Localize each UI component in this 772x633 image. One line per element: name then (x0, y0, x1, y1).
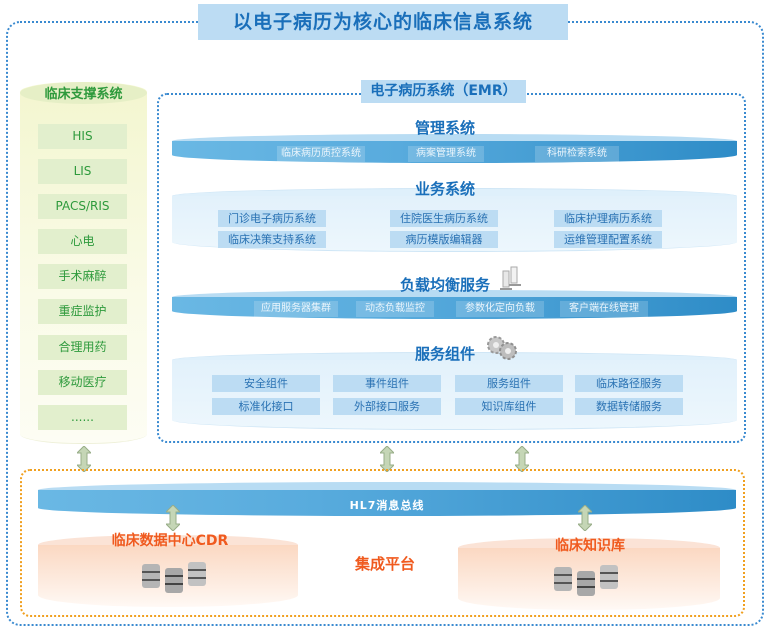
load-balance-item: 应用服务器集群 (254, 301, 338, 317)
hl7-bus-label: HL7消息总线 (349, 499, 425, 512)
components-layer: 安全组件 事件组件 服务组件 临床路径服务 标准化接口 外部接口服务 知识库组件… (172, 352, 737, 430)
business-item: 住院医生病历系统 (390, 210, 498, 227)
management-item: 科研检索系统 (535, 146, 619, 162)
load-balance-title: 负载均衡服务 (399, 276, 490, 294)
business-item: 临床护理病历系统 (554, 210, 662, 227)
hl7-bus (38, 482, 736, 524)
database-servers-icon (554, 565, 618, 596)
load-balance-layer: 应用服务器集群 动态负载监控 参数化定向负载 客户端在线管理 (172, 290, 737, 322)
bidirectional-arrow-icon (578, 505, 592, 531)
emr-title: 电子病历系统（EMR） (361, 80, 526, 103)
knowledge-base-database (458, 538, 720, 613)
support-item: 重症监护 (38, 299, 127, 324)
component-item: 临床路径服务 (575, 375, 683, 392)
bidirectional-arrow-icon (380, 446, 394, 472)
gears-icon (487, 336, 517, 360)
load-balance-item: 参数化定向负载 (456, 301, 544, 317)
management-item: 临床病历质控系统 (277, 146, 365, 162)
disc-body (172, 141, 737, 163)
knowledge-base-title: 临床知识库 (555, 538, 625, 554)
management-item: 病案管理系统 (408, 146, 484, 162)
support-system-title: 临床支撑系统 (44, 87, 123, 102)
support-item: 心电 (38, 229, 127, 254)
component-item: 安全组件 (212, 375, 320, 392)
bidirectional-arrow-icon (77, 446, 91, 472)
component-item: 服务组件 (455, 375, 563, 392)
components-title: 服务组件 (414, 345, 475, 363)
support-system-cylinder-top (20, 82, 147, 104)
business-layer: 门诊电子病历系统 住院医生病历系统 临床护理病历系统 临床决策支持系统 病历模版… (172, 188, 737, 252)
business-item: 门诊电子病历系统 (218, 210, 326, 227)
disc-body (38, 490, 736, 516)
bidirectional-arrow-icon (166, 505, 180, 531)
support-item: PACS/RIS (38, 194, 127, 219)
bidirectional-arrow-icon (515, 446, 529, 472)
business-item: 临床决策支持系统 (218, 231, 326, 248)
component-item: 知识库组件 (455, 398, 563, 415)
page-title: 以电子病历为核心的临床信息系统 (198, 4, 568, 40)
load-balance-item: 客户端在线管理 (560, 301, 648, 317)
support-item: 合理用药 (38, 335, 127, 360)
business-title: 业务系统 (414, 180, 475, 198)
management-layer: 临床病历质控系统 病案管理系统 科研检索系统 (172, 134, 737, 166)
component-item: 标准化接口 (212, 398, 320, 415)
support-item: HIS (38, 124, 127, 149)
cdr-title: 临床数据中心CDR (111, 533, 229, 549)
component-item: 数据转储服务 (575, 398, 683, 415)
integration-frame (20, 469, 745, 617)
support-item: 手术麻醉 (38, 264, 127, 289)
management-title: 管理系统 (414, 119, 475, 137)
disc-body (172, 360, 737, 430)
server-icon (500, 266, 521, 290)
disc-body (172, 297, 737, 319)
business-item: 运维管理配置系统 (554, 231, 662, 248)
load-balance-item: 动态负载监控 (356, 301, 434, 317)
integration-platform-label: 集成平台 (354, 555, 415, 573)
support-item: 移动医疗 (38, 370, 127, 395)
component-item: 外部接口服务 (333, 398, 441, 415)
support-item: LIS (38, 159, 127, 184)
cdr-database (38, 535, 298, 610)
business-item: 病历模版编辑器 (390, 231, 498, 248)
support-item: ...... (38, 405, 127, 430)
database-servers-icon (142, 562, 206, 593)
component-item: 事件组件 (333, 375, 441, 392)
